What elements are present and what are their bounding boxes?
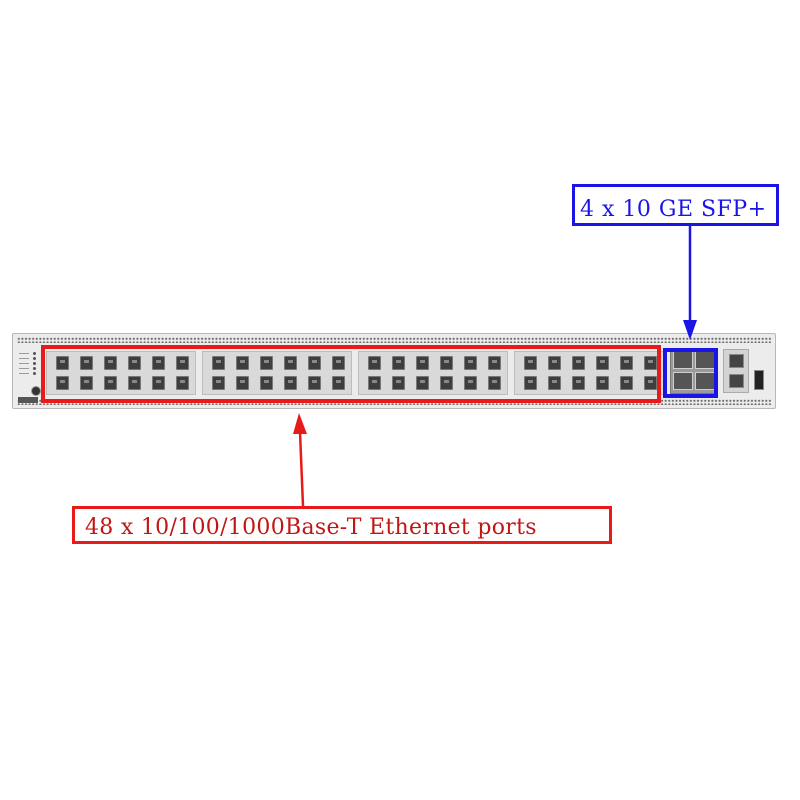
rj45-port-icon [103, 376, 117, 390]
management-port-block [723, 349, 749, 393]
rj45-port-icon [331, 376, 345, 390]
rj45-port-icon [643, 356, 657, 370]
rj45-port-icon [331, 356, 345, 370]
rj45-port-icon [235, 376, 249, 390]
rj45-port-icon [307, 356, 321, 370]
rj45-port-icon [259, 376, 273, 390]
rj45-port-icon [523, 376, 537, 390]
status-led [33, 367, 36, 370]
rj45-port-icon [235, 356, 249, 370]
rj45-port-icon [211, 376, 225, 390]
rj45-port-icon [79, 376, 93, 390]
rj45-port-icon [55, 356, 69, 370]
reset-button-icon [31, 386, 41, 396]
rj45-port-icon [415, 376, 429, 390]
rj45-port-icon [151, 376, 165, 390]
rj45-port-icon [619, 356, 633, 370]
rj45-port-group [514, 351, 664, 395]
rj45-port-group [202, 351, 352, 395]
ethernet-callout-label: 48 x 10/100/1000Base-T Ethernet ports [72, 506, 612, 544]
status-led [33, 352, 36, 355]
rj45-port-icon [439, 356, 453, 370]
sfp-callout-arrow [683, 226, 697, 340]
ethernet-callout-arrow [293, 413, 307, 507]
rj45-port-icon [571, 356, 585, 370]
rj45-port-icon [127, 356, 141, 370]
rj45-port-group [46, 351, 196, 395]
rj45-port-icon [367, 376, 381, 390]
rj45-port-icon [367, 356, 381, 370]
sfp-ports-highlight [663, 348, 718, 398]
rj45-port-icon [79, 356, 93, 370]
rj45-port-group [358, 351, 508, 395]
rj45-port-icon [595, 376, 609, 390]
rj45-port-icon [619, 376, 633, 390]
rj45-port-icon [211, 356, 225, 370]
rj45-port-icon [547, 356, 561, 370]
rj45-port-icon [415, 356, 429, 370]
rj45-port-icon [391, 376, 405, 390]
status-led [33, 362, 36, 365]
rj45-port-icon [175, 376, 189, 390]
ethernet-ports-highlight [41, 345, 661, 403]
rj45-port-icon [103, 356, 117, 370]
rj45-port-icon [391, 356, 405, 370]
rj45-port-icon [175, 356, 189, 370]
rj45-port-icon [307, 376, 321, 390]
sfp-plus-port-icon [673, 372, 693, 390]
rj45-port-icon [439, 376, 453, 390]
rj45-port-icon [283, 356, 297, 370]
rj45-port-icon [595, 356, 609, 370]
management-port-icon [729, 354, 744, 368]
console-port-icon [729, 374, 744, 388]
brand-logo [18, 397, 38, 403]
rj45-port-icon [643, 376, 657, 390]
rj45-port-icon [487, 356, 501, 370]
status-led [33, 372, 36, 375]
usb-port-icon [754, 370, 764, 390]
led-legend [19, 358, 29, 359]
sfp-callout-label: 4 x 10 GE SFP+ [572, 184, 779, 226]
rj45-port-icon [259, 356, 273, 370]
rj45-port-icon [55, 376, 69, 390]
rj45-port-icon [463, 356, 477, 370]
rj45-port-icon [283, 376, 297, 390]
led-legend [19, 363, 29, 364]
rj45-port-icon [571, 376, 585, 390]
rj45-port-icon [127, 376, 141, 390]
rj45-port-icon [463, 376, 477, 390]
rj45-port-icon [151, 356, 165, 370]
led-legend [19, 368, 29, 369]
top-vent-grille [17, 337, 771, 343]
rj45-port-icon [547, 376, 561, 390]
led-legend [19, 373, 29, 374]
rj45-port-icon [523, 356, 537, 370]
rj45-port-icon [487, 376, 501, 390]
led-legend [19, 353, 29, 354]
sfp-plus-cage [670, 348, 718, 394]
status-led [33, 357, 36, 360]
